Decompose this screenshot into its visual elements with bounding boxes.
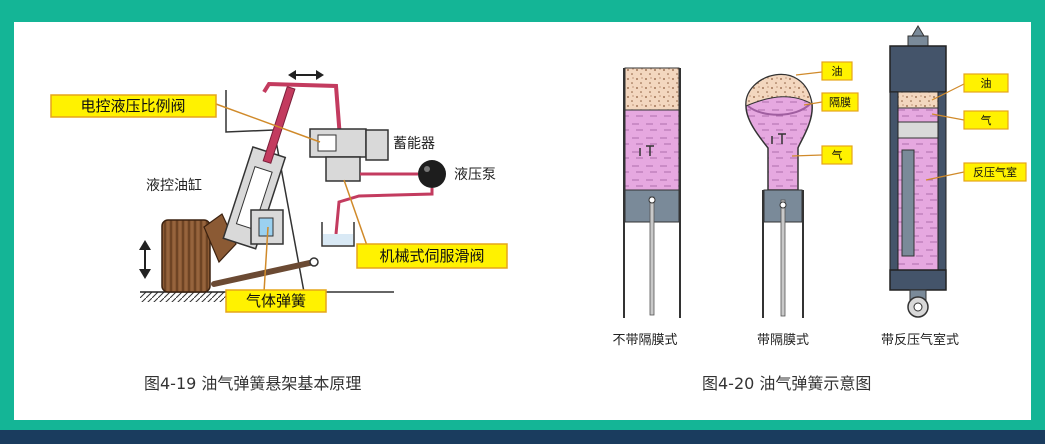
type-label-counter-chamber: 带反压气室式: [881, 332, 959, 348]
ground: [140, 292, 230, 302]
tag-oil-diaphragm-strut: 油: [821, 61, 853, 81]
label-hydraulic-cylinder: 液控油缸: [146, 177, 202, 194]
label-accumulator: 蓄能器: [393, 136, 435, 152]
caption-fig-4-20: 图4-20 油气弹簧示意图: [702, 374, 871, 393]
content-panel: 电控液压比例阀 机械式伺服滑阀 气体弹簧 蓄能器 液控油缸 液压泵 图4-19 …: [14, 22, 1031, 420]
svg-text:隔膜: 隔膜: [829, 96, 851, 109]
svg-text:机械式伺服滑阀: 机械式伺服滑阀: [379, 247, 484, 265]
svg-text:气: 气: [832, 148, 843, 162]
caption-fig-4-19: 图4-19 油气弹簧悬架基本原理: [144, 374, 361, 393]
wheel: [161, 219, 211, 293]
hydraulic-pump: [418, 160, 446, 188]
figure-4-19: 电控液压比例阀 机械式伺服滑阀 气体弹簧 蓄能器 液控油缸 液压泵 图4-19 …: [50, 70, 508, 393]
lower-arm: [211, 259, 317, 287]
svg-text:电控液压比例阀: 电控液压比例阀: [80, 97, 185, 115]
tag-counter-chamber: 反压气室: [963, 162, 1027, 182]
servo-valve-body: [325, 156, 361, 182]
tag-diaphragm: 隔膜: [821, 92, 859, 112]
tag-oil-counter-strut: 油: [963, 73, 1009, 93]
label-proportional-valve: 电控液压比例阀: [50, 94, 217, 118]
svg-text:油: 油: [832, 64, 843, 78]
type-label-with-diaphragm: 带隔膜式: [757, 333, 809, 348]
svg-text:反压气室: 反压气室: [973, 165, 1017, 179]
hydraulic-cylinder: [222, 86, 296, 250]
label-hydraulic-pump: 液压泵: [454, 167, 496, 183]
svg-text:气体弹簧: 气体弹簧: [246, 292, 306, 310]
pipe-top: [262, 81, 342, 139]
vertical-motion-arrow-icon: [139, 240, 151, 279]
strut-with-diaphragm: [745, 73, 813, 318]
tag-gas-diaphragm-strut: 气: [821, 145, 853, 165]
tag-gas-counter-strut: 气: [963, 110, 1009, 130]
svg-text:油: 油: [981, 76, 992, 90]
label-gas-spring: 气体弹簧: [225, 289, 327, 313]
frame-bottom-strip: [0, 430, 1045, 444]
oil-tank: [321, 222, 355, 247]
svg-text:气: 气: [981, 113, 992, 127]
accumulator: [365, 129, 389, 161]
type-label-no-diaphragm: 不带隔膜式: [612, 333, 677, 348]
label-servo-valve: 机械式伺服滑阀: [356, 243, 508, 269]
strut-with-counter-chamber: [889, 25, 947, 318]
lateral-motion-arrow-icon: [288, 70, 324, 80]
strut-no-diaphragm: [623, 67, 681, 318]
diagram-canvas: 电控液压比例阀 机械式伺服滑阀 气体弹簧 蓄能器 液控油缸 液压泵 图4-19 …: [50, 25, 1027, 393]
figure-4-20: 油 隔膜 气 油 气 反压气室 不带隔膜式 带隔膜式 带反压气室式 图4-20 …: [612, 25, 1027, 393]
